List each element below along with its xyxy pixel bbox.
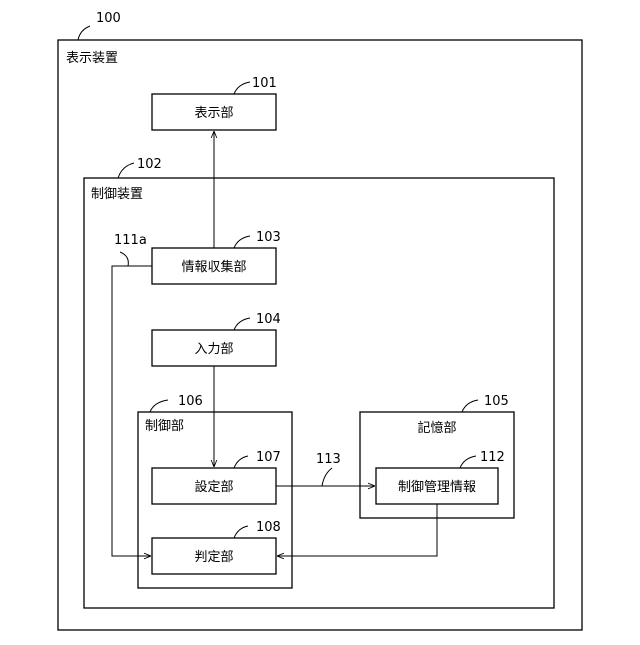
ref-104: 104 xyxy=(256,312,281,327)
control-device-label: 制御装置 xyxy=(91,187,143,202)
ref-111a: 111a xyxy=(114,233,147,248)
info-collect-label: 情報収集部 xyxy=(181,259,246,275)
ref-107: 107 xyxy=(256,450,281,465)
ref-100: 100 xyxy=(96,11,121,26)
ref-106: 106 xyxy=(178,394,203,409)
memory-unit-label: 記憶部 xyxy=(417,420,456,436)
ref-101: 101 xyxy=(252,76,277,91)
ref-103: 103 xyxy=(256,230,281,245)
control-unit-label: 制御部 xyxy=(145,419,184,434)
judge-unit-label: 判定部 xyxy=(194,550,233,565)
mgmt-info-label: 制御管理情報 xyxy=(398,480,476,495)
ref-102: 102 xyxy=(137,157,162,172)
setting-unit-label: 設定部 xyxy=(194,479,233,495)
display-unit-label: 表示部 xyxy=(194,106,233,121)
input-unit-label: 入力部 xyxy=(194,342,233,357)
ref-113: 113 xyxy=(316,452,341,467)
ref-leader-100 xyxy=(78,26,90,40)
ref-108: 108 xyxy=(256,520,281,535)
display-device-label: 表示装置 xyxy=(66,51,118,66)
ref-112: 112 xyxy=(480,450,505,465)
ref-105: 105 xyxy=(484,394,509,409)
